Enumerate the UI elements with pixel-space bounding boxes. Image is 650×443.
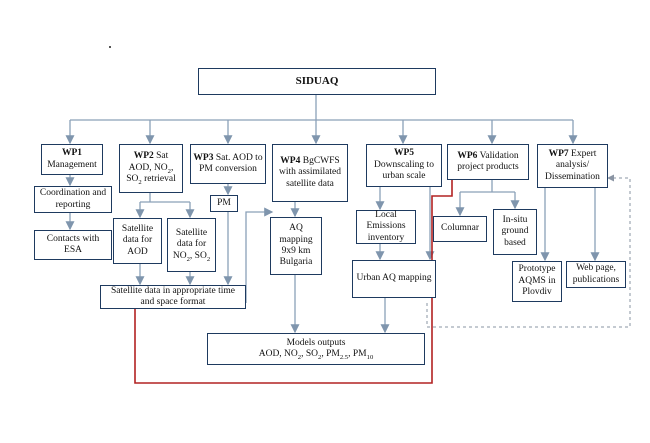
wp7-webpage-label: Web page, publications <box>572 263 620 285</box>
wp4-aq-mapping-label: AQ mapping 9x9 km Bulgaria <box>279 223 313 268</box>
models-aod: AOD, NO <box>258 349 298 359</box>
models-sub-no2: 2 <box>297 353 302 361</box>
wp1-contacts-label: Contacts with ESA <box>46 233 100 255</box>
wp2-so2-sub: 2 <box>206 255 211 263</box>
wp4-title: WP4 <box>280 155 301 166</box>
wp5-emissions-box: Local Emissions inventory <box>356 210 416 244</box>
wp5-emissions-label: Local Emissions inventory <box>366 209 406 243</box>
wp7-title: WP7 <box>548 148 569 159</box>
wp7-prototype-label: Prototype AQMS in Plovdiv <box>518 264 556 298</box>
wp2-body-pre: Sat AOD, NO <box>128 151 169 173</box>
wp1-box: WP1 Management <box>41 144 103 175</box>
wp2-sub-so2: 2 <box>138 179 142 187</box>
wp7-webpage-box: Web page, publications <box>566 261 626 288</box>
models-outputs-box: Models outputs AOD, NO2, SO2, PM2.5, PM1… <box>207 333 425 365</box>
wp6-columnar-box: Columnar <box>433 216 487 242</box>
wp6-insitu-box: In-situ ground based <box>493 209 537 255</box>
wp1-body: Management <box>47 159 97 170</box>
wp2-no2-label-pre: Satellite data for NO <box>172 227 208 261</box>
wp6-box: WP6 Validation project products <box>447 144 529 180</box>
wp2-no2-so2-box: Satellite data for NO2, SO2 <box>167 218 216 272</box>
models-sub-pm25: 2.5 <box>339 353 349 361</box>
wp7-prototype-box: Prototype AQMS in Plovdiv <box>512 261 562 302</box>
wp6-insitu-label: In-situ ground based <box>501 214 529 248</box>
wp4-body: BgCWFS with assimilated satellite data <box>278 155 341 189</box>
tree-connectors <box>65 94 600 334</box>
wp2-body-post: retrieval <box>141 174 176 185</box>
wp2-body-mid: , SO <box>126 162 174 185</box>
wp1-coordination-box: Coordination and reporting <box>34 186 112 213</box>
wp6-body: Validation project products <box>457 150 519 172</box>
wp2-sub-no2: 2 <box>167 167 171 175</box>
models-sub-so2: 2 <box>318 353 322 361</box>
wp5-title: WP5 <box>393 148 415 159</box>
wp5-body: Downscaling to urban scale <box>374 159 434 182</box>
wp4-box: WP4 BgCWFS with assimilated satellite da… <box>272 144 348 202</box>
models-sub-pm10: 10 <box>366 353 374 361</box>
wp2-no2-label-post: , SO <box>189 250 207 261</box>
wp7-box: WP7 Expert analysis/ Dissemination <box>537 144 608 188</box>
wp3-box: WP3 Sat. AOD to PM conversion <box>190 144 266 184</box>
wp4-aq-mapping-box: AQ mapping 9x9 km Bulgaria <box>270 217 322 275</box>
models-pm25: , PM <box>321 349 340 359</box>
models-title: Models outputs <box>286 337 346 348</box>
wp2-no2-sub: 2 <box>186 255 190 263</box>
satellite-format-box: Satellite data in appropriate time and s… <box>100 285 246 309</box>
wp5-box: WP5 Downscaling to urban scale <box>366 144 442 187</box>
wp2-aod-label: Satellite data for AOD <box>121 223 154 257</box>
root-title: SIDUAQ <box>295 74 339 87</box>
wp6-columnar-label: Columnar <box>441 223 479 234</box>
wp5-urban-aq-label: Urban AQ mapping <box>356 273 432 284</box>
stray-dot <box>109 46 111 48</box>
satellite-format-label: Satellite data in appropriate time and s… <box>111 285 235 307</box>
models-pm10: , PM <box>348 349 367 359</box>
wp3-pm-box: PM <box>210 195 238 212</box>
wp7-body: Expert analysis/ Dissemination <box>545 148 600 182</box>
wp3-title: WP3 <box>193 152 214 163</box>
models-so2: , SO <box>301 349 319 359</box>
wp2-title: WP2 <box>133 151 154 162</box>
wp2-box: WP2 Sat AOD, NO2, SO2 retrieval <box>119 144 183 193</box>
wp3-pm-label: PM <box>217 197 231 208</box>
wp1-title: WP1 <box>61 148 83 159</box>
wp6-title: WP6 <box>457 150 478 161</box>
siduaq-root-box: SIDUAQ <box>198 68 436 95</box>
wp5-urban-aq-box: Urban AQ mapping <box>352 260 436 298</box>
wp1-coordination-label: Coordination and reporting <box>39 188 107 210</box>
wp1-contacts-box: Contacts with ESA <box>34 230 112 260</box>
wp2-aod-box: Satellite data for AOD <box>113 218 162 264</box>
wp3-body: Sat. AOD to PM conversion <box>199 152 263 174</box>
